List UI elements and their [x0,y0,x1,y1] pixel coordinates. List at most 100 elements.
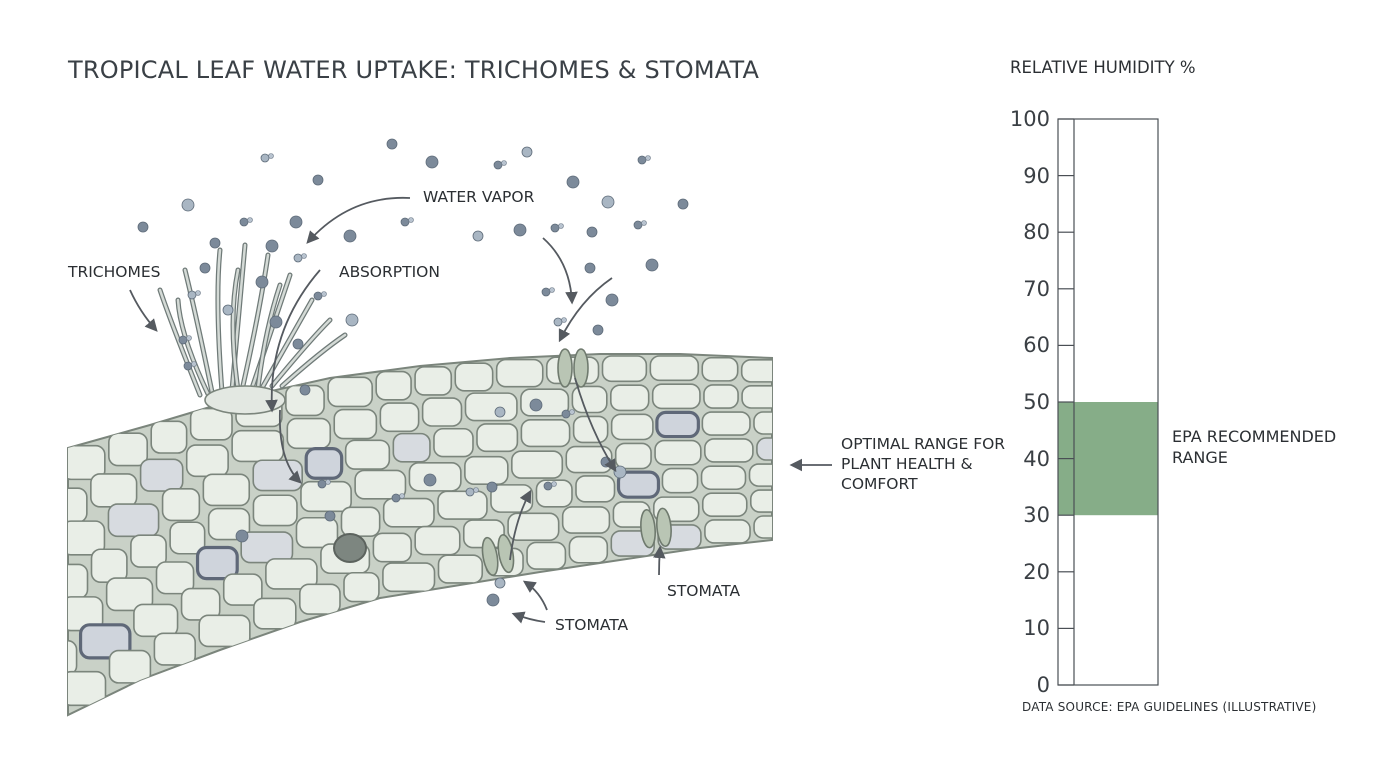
leaf-cell [575,475,616,503]
vapor-droplet [293,253,303,263]
vapor-droplet [553,317,563,327]
tick-label: 100 [1009,107,1050,131]
leaf-cell [185,444,229,478]
vapor-droplet [592,324,604,336]
vapor-droplet [601,195,615,209]
leaf-cell [150,420,188,454]
vapor-droplet [550,223,560,233]
water-vapor-label: WATER VAPOR [423,188,535,206]
vapor-droplet [423,473,437,487]
vapor-to-stoma-arrow-2 [558,277,613,343]
vapor-droplet [178,335,188,345]
vapor-droplet [677,198,689,210]
leaf-cell [68,639,78,676]
leaf-cell [222,573,263,606]
leaf-cell [788,386,830,408]
leaf-cell [240,531,294,564]
vapor-droplet [265,239,279,253]
leaf-cell [304,447,344,480]
stomata-label-right: STOMATA [667,582,741,600]
vapor-droplet [345,313,359,327]
tick-label: 10 [1023,616,1050,641]
leaf-cell [610,384,650,412]
leaf-cell [105,577,154,612]
trichomes-arrow [129,289,158,332]
absorption-arrow-2 [278,409,302,484]
tick-label: 90 [1023,163,1050,188]
vapor-droplet [324,510,336,522]
tick-label: 30 [1023,503,1050,528]
vapor-droplet [239,217,249,227]
leaf-cell [651,383,701,410]
leaf-cell [298,583,341,615]
leaf-cell [700,465,747,491]
vapor-droplet [513,223,527,237]
leaf-cell [139,458,184,492]
leaf-cell [601,355,648,383]
vapor-droplet [269,315,283,329]
water-vapor-arrow [306,196,411,244]
leaf-cell [704,438,754,463]
stomata-right-arrow [652,545,666,576]
vapor-droplet [255,275,269,289]
leaf-cell [701,356,739,382]
leaf-cell [753,411,772,435]
vapor-droplet [561,409,571,419]
leaf-cells [68,355,830,707]
absorption-label: ABSORPTION [339,263,440,281]
leaf-cell [704,519,751,544]
leaf-cell [169,521,206,555]
leaf-cell [286,417,332,450]
vapor-droplet [391,493,401,503]
leaf-cell [327,376,373,408]
leaf-cell [421,397,463,427]
vapor-droplet [312,174,324,186]
tick-label: 50 [1023,390,1050,414]
leaf-cell [703,384,739,409]
vapor-droplet [637,155,647,165]
leaf-cell [741,385,772,409]
stoma-flow-arrow [574,377,617,473]
leaf-cell [354,469,407,500]
leaf-cell [68,670,107,707]
flow-arrows [129,196,832,624]
leaf-cell [749,489,772,513]
leaf-cell [107,503,160,538]
leaf-cell [78,623,132,660]
vapor-droplet [566,175,580,189]
leaf-cell [464,455,509,485]
leaf-cell [195,545,239,581]
vapor-droplet [633,220,643,230]
leaf-cell [68,444,106,481]
vapor-droplet [605,293,619,307]
stomata-pores [481,348,672,576]
leaf-cell [507,512,560,542]
leaf-cell [90,473,138,508]
leaf-cell [610,413,654,441]
leaf-cell [90,548,128,583]
vapor-droplet [181,198,195,212]
vapor-droplet [472,230,484,242]
vapor-droplet [584,262,596,274]
leaf-cell [375,370,412,401]
leaf-cell [748,463,772,487]
leaf-cell [561,506,611,534]
leaf-cell [649,355,700,382]
trichomes-label: TRICHOMES [68,263,161,281]
leaf-cell [382,562,436,593]
stomata-bottom-arrow-2 [511,611,546,624]
leaf-cell [265,558,318,590]
vapor-droplet [317,479,327,489]
leaf-cell [108,649,152,684]
humidity-gauge-title: RELATIVE HUMIDITY % [1010,58,1196,77]
trichome-base [204,385,286,415]
leaf-cell [414,525,461,556]
vapor-droplet [465,487,475,497]
leaf-cell [189,407,233,441]
leaf-cell [161,488,201,522]
vapor-droplet [613,465,627,479]
vapor-droplet [486,593,500,607]
vapor-droplet [183,361,193,371]
leaf-cell [464,392,518,422]
